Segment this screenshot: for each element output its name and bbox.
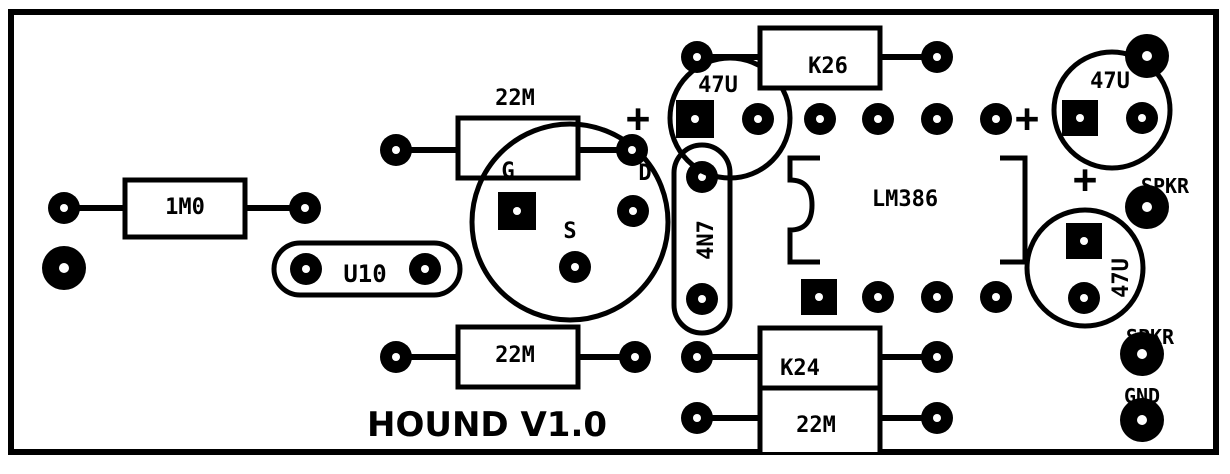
- gnd-label: GND: [1124, 384, 1160, 408]
- resistor-label: 22M: [796, 413, 836, 438]
- transistor-fet: G D S: [469, 121, 671, 323]
- mounting-pad: [42, 246, 86, 290]
- capacitor-47u-top-right: 47U: [1051, 49, 1173, 171]
- pad: [619, 341, 651, 373]
- pad: [921, 402, 953, 434]
- polarity-plus: +: [1015, 96, 1039, 142]
- board-title: HOUND V1.0: [367, 405, 607, 445]
- pad: [921, 41, 953, 73]
- pad: [681, 402, 713, 434]
- resistor-22m-top: 22M: [410, 86, 625, 181]
- component-u10: U10: [271, 240, 463, 298]
- resistor-k26: K26: [712, 25, 925, 91]
- resistor-1m0: 1M0: [75, 177, 300, 240]
- connector-spkr-bottom: SPKR: [1120, 325, 1175, 376]
- drain-label: D: [638, 161, 651, 186]
- resistor-label: K24: [780, 356, 820, 381]
- board-outline: [8, 9, 1219, 455]
- capacitor-label: 4N7: [694, 220, 719, 260]
- capacitor-label: 47U: [698, 73, 738, 98]
- u10-label: U10: [343, 260, 386, 288]
- ic-lm386: LM386: [787, 103, 1028, 315]
- connector-gnd: GND: [1120, 384, 1164, 442]
- pad: [289, 192, 321, 224]
- pad: [681, 41, 713, 73]
- mounting-pad: [1125, 34, 1169, 78]
- spkr-label: SPKR: [1141, 174, 1190, 198]
- polarity-plus: +: [1073, 157, 1097, 203]
- pad: [921, 341, 953, 373]
- polarity-plus: +: [626, 96, 650, 142]
- pad: [380, 341, 412, 373]
- capacitor-label: 47U: [1090, 69, 1130, 94]
- resistor-label: 22M: [495, 86, 535, 111]
- capacitor-47u-right: 47U: [1024, 207, 1146, 329]
- pad: [380, 134, 412, 166]
- ic-label: LM386: [872, 187, 938, 212]
- resistor-22m-stacked: 22M: [712, 385, 925, 452]
- capacitor-label: 47U: [1109, 258, 1134, 298]
- pad: [48, 192, 80, 224]
- pad: [681, 341, 713, 373]
- resistor-22m-bottom: 22M: [410, 324, 625, 390]
- source-label: S: [563, 219, 576, 244]
- spkr-label: SPKR: [1126, 325, 1175, 349]
- resistor-label: 22M: [495, 343, 535, 368]
- resistor-k24: K24: [712, 325, 925, 391]
- gate-label: G: [501, 159, 514, 184]
- connector-spkr-top: SPKR: [1125, 174, 1190, 229]
- resistor-label: 1M0: [165, 195, 205, 220]
- pad: [616, 134, 648, 166]
- resistor-label: K26: [808, 54, 848, 79]
